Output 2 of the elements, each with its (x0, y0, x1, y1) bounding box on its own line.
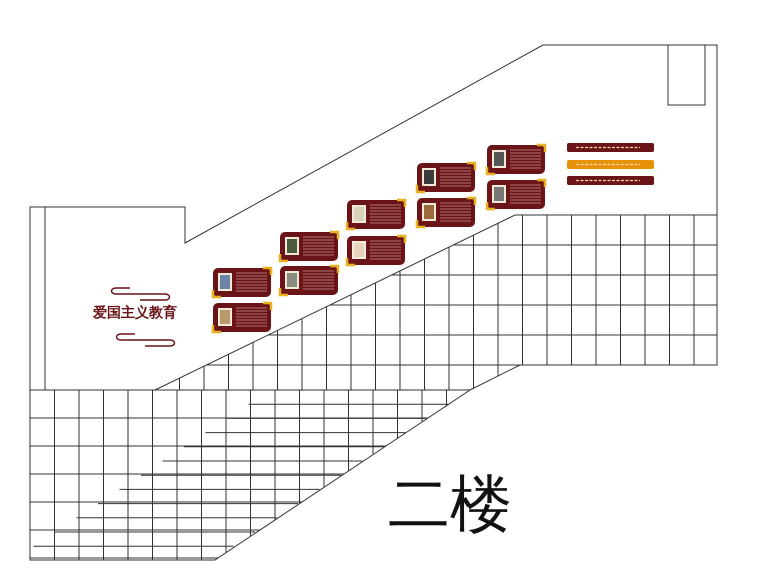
section-heading: 爱国主义教育 (93, 306, 177, 320)
floor-label: 二楼 (388, 473, 512, 535)
